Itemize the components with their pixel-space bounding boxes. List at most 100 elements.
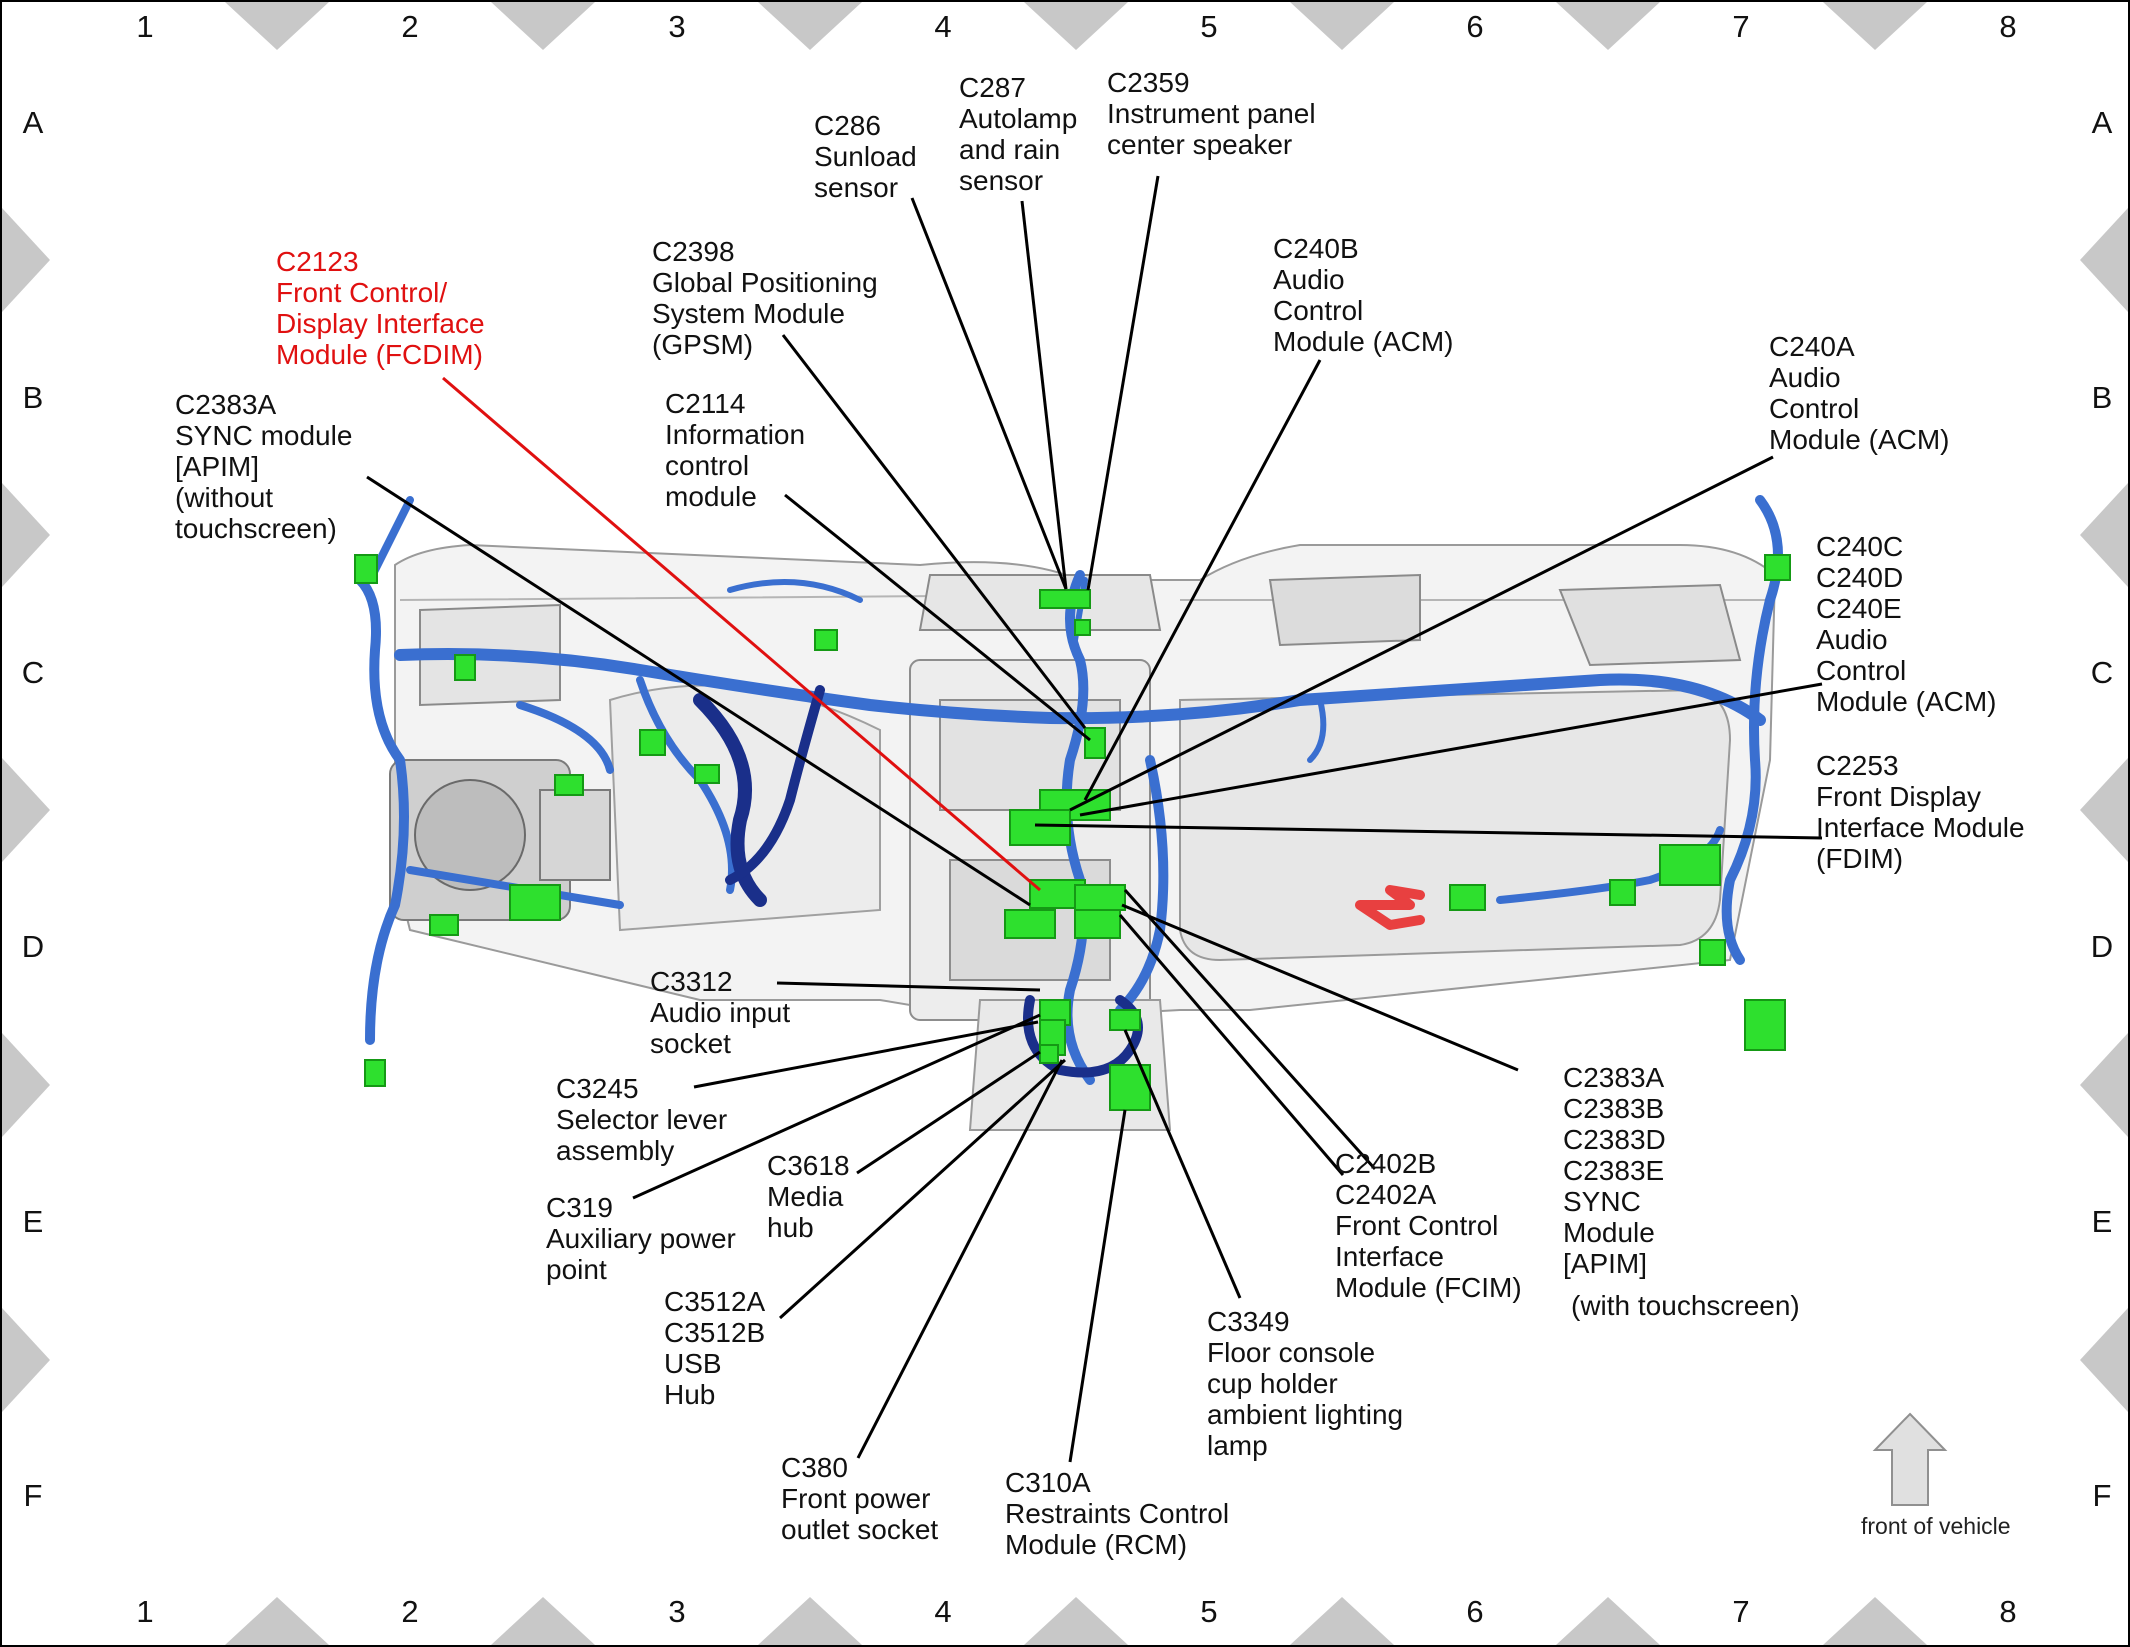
callout-line: System Module (652, 298, 845, 329)
callout-line: lamp (1207, 1430, 1268, 1461)
frame-notch (1024, 2, 1128, 50)
grid-column-top-6: 6 (1466, 9, 1484, 44)
callout-line: control (665, 450, 750, 481)
frame-notch (2, 483, 50, 587)
grid-row-right-D: D (2090, 929, 2114, 964)
grid-column-top-4: 4 (934, 9, 952, 44)
callout-line: C2383E (1563, 1155, 1665, 1186)
callout-line: C2253 (1816, 750, 1899, 781)
callout-line: point (546, 1254, 607, 1285)
callout-line: C3245 (556, 1073, 639, 1104)
grid-row-left-E: E (22, 1204, 44, 1239)
callout-line: Front Display (1816, 781, 1981, 812)
grid-column-bottom-5: 5 (1200, 1594, 1218, 1629)
callout-line: Front Control (1335, 1210, 1499, 1241)
callout-line: C319 (546, 1192, 613, 1223)
front-of-vehicle-label: front of vehicle (1861, 1513, 2011, 1539)
callout-line: Restraints Control (1005, 1498, 1230, 1529)
callout-line: C310A (1005, 1467, 1091, 1498)
frame-notch (2080, 483, 2128, 587)
callout-line: Information (665, 419, 806, 450)
grid-column-top-3: 3 (668, 9, 686, 44)
callout-line: C3349 (1207, 1306, 1290, 1337)
frame-notch (491, 1597, 595, 1645)
frame-notch (225, 1597, 329, 1645)
frame-notch (2080, 758, 2128, 862)
grid-column-top-8: 8 (1999, 9, 2017, 44)
grid-row-left-D: D (21, 929, 45, 964)
callout-line: Module (FCIM) (1335, 1272, 1522, 1303)
callout-line: (with touchscreen) (1571, 1290, 1800, 1321)
frame-notch (2, 208, 50, 312)
callout-line: Module (1563, 1217, 1655, 1248)
callout-line: sensor (959, 165, 1044, 196)
frame-notch (1290, 2, 1394, 50)
callout-line: C240B (1273, 233, 1359, 264)
callout-line: Floor console (1207, 1337, 1376, 1368)
frame-notch (225, 2, 329, 50)
callout-line: cup holder (1207, 1368, 1338, 1399)
frame-notch (1556, 2, 1660, 50)
callout-line: Hub (664, 1379, 716, 1410)
callout-line: C380 (781, 1452, 848, 1483)
callout-line: socket (650, 1028, 731, 1059)
grid-column-top-7: 7 (1732, 9, 1750, 44)
callout-line: center speaker (1107, 129, 1293, 160)
grid-row-right-A: A (2091, 105, 2113, 140)
callout-line: Module (RCM) (1005, 1529, 1188, 1560)
grid-row-left-F: F (23, 1478, 43, 1513)
callout-line: touchscreen) (175, 513, 337, 544)
grid-row-left-C: C (21, 655, 45, 690)
callout-line: Module (ACM) (1273, 326, 1454, 357)
frame-notch (1556, 1597, 1660, 1645)
frame-notch (2, 758, 50, 862)
callout-line: C286 (814, 110, 881, 141)
glove-box (1179, 688, 1732, 962)
callout-line: C2402B (1335, 1148, 1437, 1179)
grid-column-bottom-7: 7 (1732, 1594, 1750, 1629)
callout-line: Audio (1273, 264, 1345, 295)
callout-line: and rain (959, 134, 1061, 165)
callout-line: C2359 (1107, 67, 1190, 98)
grid-row-left-A: A (22, 105, 44, 140)
frame-notch (758, 1597, 862, 1645)
grid-row-right-B: B (2091, 380, 2113, 415)
callout-line: Autolamp (959, 103, 1078, 134)
callout-line: [APIM] (1563, 1248, 1648, 1279)
callout-line: Module (ACM) (1816, 686, 1997, 717)
callout-line: (without (175, 482, 274, 513)
callout-line: C2114 (665, 388, 746, 419)
frame-notch (1024, 1597, 1128, 1645)
callout-line: hub (767, 1212, 814, 1243)
grid-column-bottom-8: 8 (1999, 1594, 2017, 1629)
callout-line: assembly (556, 1135, 675, 1166)
callout-line: C240E (1816, 593, 1902, 624)
callout-line: Audio (1769, 362, 1841, 393)
callout-line: Sunload (814, 141, 917, 172)
callout-line: (FDIM) (1816, 843, 1904, 874)
callout-line: (GPSM) (652, 329, 754, 360)
grid-row-left-B: B (22, 380, 44, 415)
callout-line: Module (FCDIM) (276, 339, 483, 370)
callout-line: Audio input (650, 997, 791, 1028)
grid-row-right-E: E (2091, 1204, 2113, 1239)
frame-notch (2, 1308, 50, 1412)
callout-line: Module (ACM) (1769, 424, 1950, 455)
connectors (354, 554, 1791, 1111)
